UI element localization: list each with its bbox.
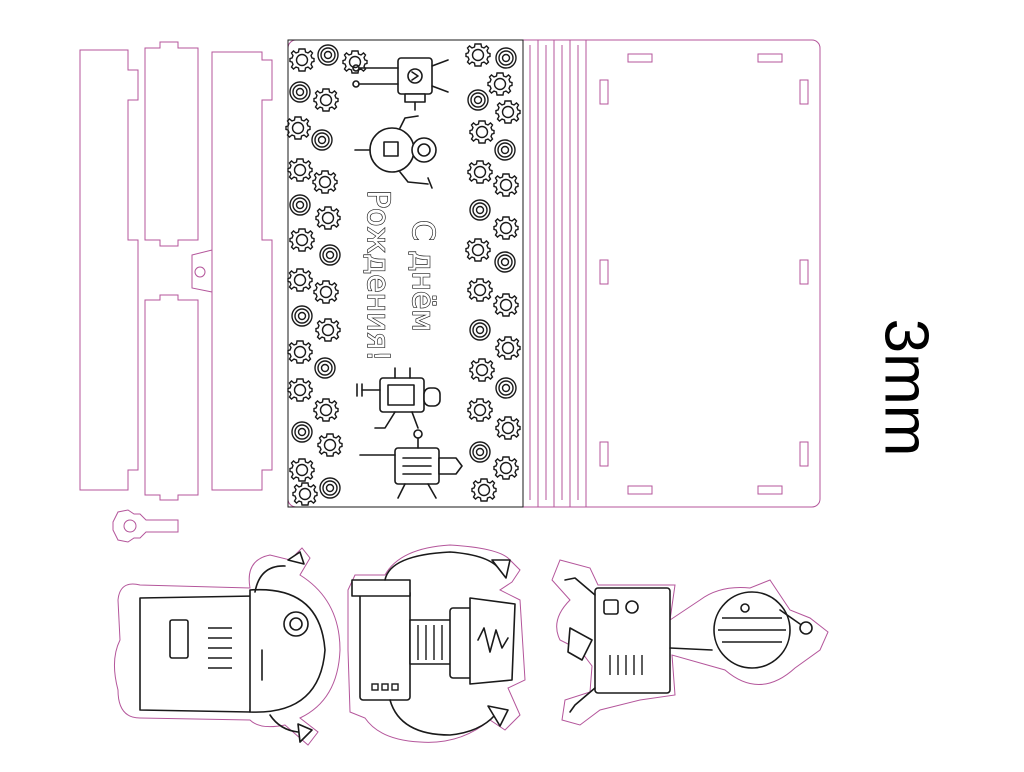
greeting-line-2: Рождения! <box>360 190 395 362</box>
gear-pattern-left <box>285 44 368 506</box>
side-wall-middle-bottom <box>144 294 199 501</box>
robot-icon-card-2 <box>354 115 437 189</box>
side-wall-pieces <box>79 41 273 543</box>
robot-icon-card-1 <box>352 57 449 111</box>
side-wall-middle-top <box>144 41 199 247</box>
side-wall-left <box>79 49 139 491</box>
hinge-link <box>191 249 213 293</box>
greeting-line-1: С днём <box>405 220 440 332</box>
robot-cutout-1 <box>114 547 341 746</box>
living-hinge <box>529 40 587 507</box>
robot-cutout-2 <box>347 544 526 743</box>
key-gear-icon <box>112 509 179 543</box>
hinge-hole <box>194 266 206 278</box>
robot-icon-card-4 <box>359 429 463 499</box>
card-front-panel: С днём Рождения! <box>285 39 821 508</box>
birthday-greeting: С днём Рождения! <box>359 189 440 362</box>
material-thickness-label: 3mm <box>866 312 946 462</box>
robot-cutout-3 <box>551 559 829 726</box>
robot-icon-card-3 <box>356 367 441 429</box>
gear-pattern-right <box>465 43 521 502</box>
back-panel-slots <box>599 53 809 495</box>
side-wall-right <box>211 51 273 491</box>
thickness-text: 3mm <box>871 318 941 456</box>
